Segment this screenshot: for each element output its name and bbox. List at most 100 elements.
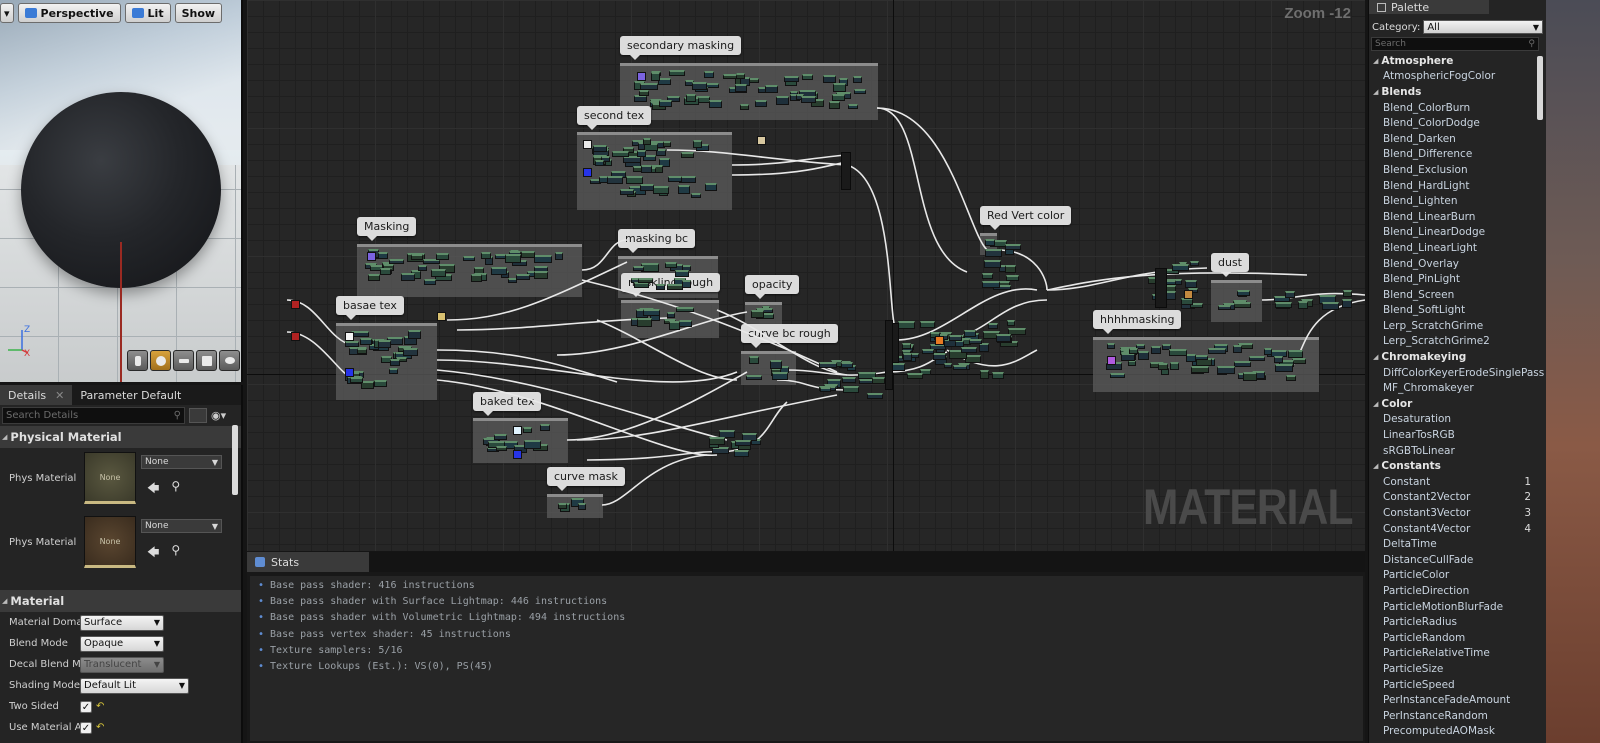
graph-node[interactable] [666,96,680,103]
palette-group[interactable]: ◢Atmosphere [1373,53,1535,69]
graph-node[interactable] [659,158,671,168]
graph-node[interactable] [1106,343,1115,350]
graph-node[interactable] [784,75,800,82]
palette-group[interactable]: ◢Color [1373,396,1535,412]
tab-details[interactable]: Details ✕ [0,385,73,405]
graph-node[interactable] [988,323,999,330]
graph-node[interactable] [555,251,564,260]
graph-node[interactable] [619,189,634,196]
palette-item[interactable]: Blend_PinLight [1373,271,1535,287]
palette-group[interactable]: ◢Blends [1373,84,1535,100]
graph-node[interactable] [636,149,646,157]
graph-node[interactable] [640,183,655,191]
graph-node[interactable] [491,267,508,276]
graph-node[interactable] [906,373,923,380]
category-physical-material[interactable]: ◢ Physical Material [0,426,241,448]
palette-search-input[interactable]: Search ⚲ [1371,37,1539,51]
graph-node[interactable] [668,70,685,77]
comment-title[interactable]: masking bc [618,229,696,253]
graph-node[interactable] [1286,374,1297,381]
graph-node[interactable] [663,141,672,148]
graph-node[interactable] [667,284,684,291]
graph-node[interactable] [666,312,675,319]
graph-node[interactable] [802,74,814,81]
close-icon[interactable]: ✕ [55,388,65,402]
graph-node[interactable] [534,255,553,264]
graph-node[interactable] [407,330,421,340]
lit-button[interactable]: Lit [124,3,171,23]
browse-icon[interactable]: ⚲ [171,543,181,557]
graph-node[interactable] [1248,356,1265,362]
details-scrollbar[interactable] [232,425,238,495]
palette-item[interactable]: Desaturation [1373,412,1535,428]
function-node[interactable] [1155,268,1167,308]
phys-material-mask-thumbnail[interactable]: None [84,516,136,568]
graph-node[interactable] [656,149,667,157]
graph-node[interactable] [1237,289,1251,296]
graph-node[interactable] [557,502,567,509]
graph-node[interactable] [1274,302,1292,309]
graph-node[interactable] [641,164,653,173]
graph-node[interactable] [833,82,847,92]
graph-node[interactable] [633,281,649,288]
texture-sample-node[interactable] [757,136,766,145]
graph-node[interactable] [853,89,866,95]
graph-node[interactable] [961,346,978,353]
texture-sample-node[interactable] [1184,290,1193,299]
graph-node[interactable] [1263,348,1272,356]
graph-node[interactable] [1005,274,1019,281]
texture-sample-node[interactable] [1107,356,1116,365]
graph-node[interactable] [638,90,649,97]
tab-stats[interactable]: Stats [247,552,369,572]
palette-item[interactable]: Blend_LinearLight [1373,240,1535,256]
graph-node[interactable] [507,278,517,284]
material-graph[interactable]: secondary masking second tex Masking mas… [247,0,1365,551]
graph-node[interactable] [1287,349,1303,358]
use-selected-icon[interactable]: 🡄 [147,481,160,495]
graph-node[interactable] [637,318,652,328]
comment-title[interactable]: Red Vert color [980,206,1072,230]
graph-node[interactable] [523,440,541,450]
graph-node[interactable] [776,95,790,105]
graph-node[interactable] [423,279,436,286]
graph-node[interactable] [359,337,372,345]
palette-item[interactable]: Blend_HardLight [1373,178,1535,194]
graph-node[interactable] [704,183,717,192]
texture-sample-node[interactable] [583,140,592,149]
palette-scrollbar[interactable] [1537,56,1543,120]
graph-node[interactable] [439,263,456,273]
graph-node[interactable] [708,436,725,445]
comment-title[interactable]: secondary masking [620,36,742,60]
graph-node[interactable] [765,85,779,93]
graph-node[interactable] [810,99,824,108]
eye-icon[interactable]: ◉▾ [211,409,227,422]
graph-node[interactable] [675,270,690,278]
palette-item[interactable]: ParticleColor [1373,568,1535,584]
texture-sample-node[interactable] [583,168,592,177]
graph-node[interactable] [983,260,1001,269]
graph-node[interactable] [745,374,762,380]
graph-node[interactable] [723,73,738,79]
graph-node[interactable] [823,74,837,83]
graph-node[interactable] [1274,356,1284,364]
view-options-icon[interactable] [189,408,207,423]
graph-node[interactable] [828,100,840,109]
graph-node[interactable] [1243,372,1258,382]
palette-group[interactable]: ◢Constants [1373,458,1535,474]
graph-node[interactable] [985,239,996,247]
graph-node[interactable] [612,151,630,158]
graph-node[interactable] [655,283,665,290]
texture-sample-node[interactable] [367,252,376,261]
graph-node[interactable] [344,341,359,348]
graph-node[interactable] [1274,364,1293,373]
graph-node[interactable] [667,176,682,183]
palette-item[interactable]: DistanceCullFade [1373,552,1535,568]
cylinder-preview-button[interactable] [127,350,148,371]
perspective-button[interactable]: Perspective [17,3,121,23]
graph-node[interactable] [504,254,521,264]
comment-title[interactable]: Masking [357,217,417,241]
graph-node[interactable] [1189,261,1199,267]
graph-node[interactable] [1189,302,1203,308]
